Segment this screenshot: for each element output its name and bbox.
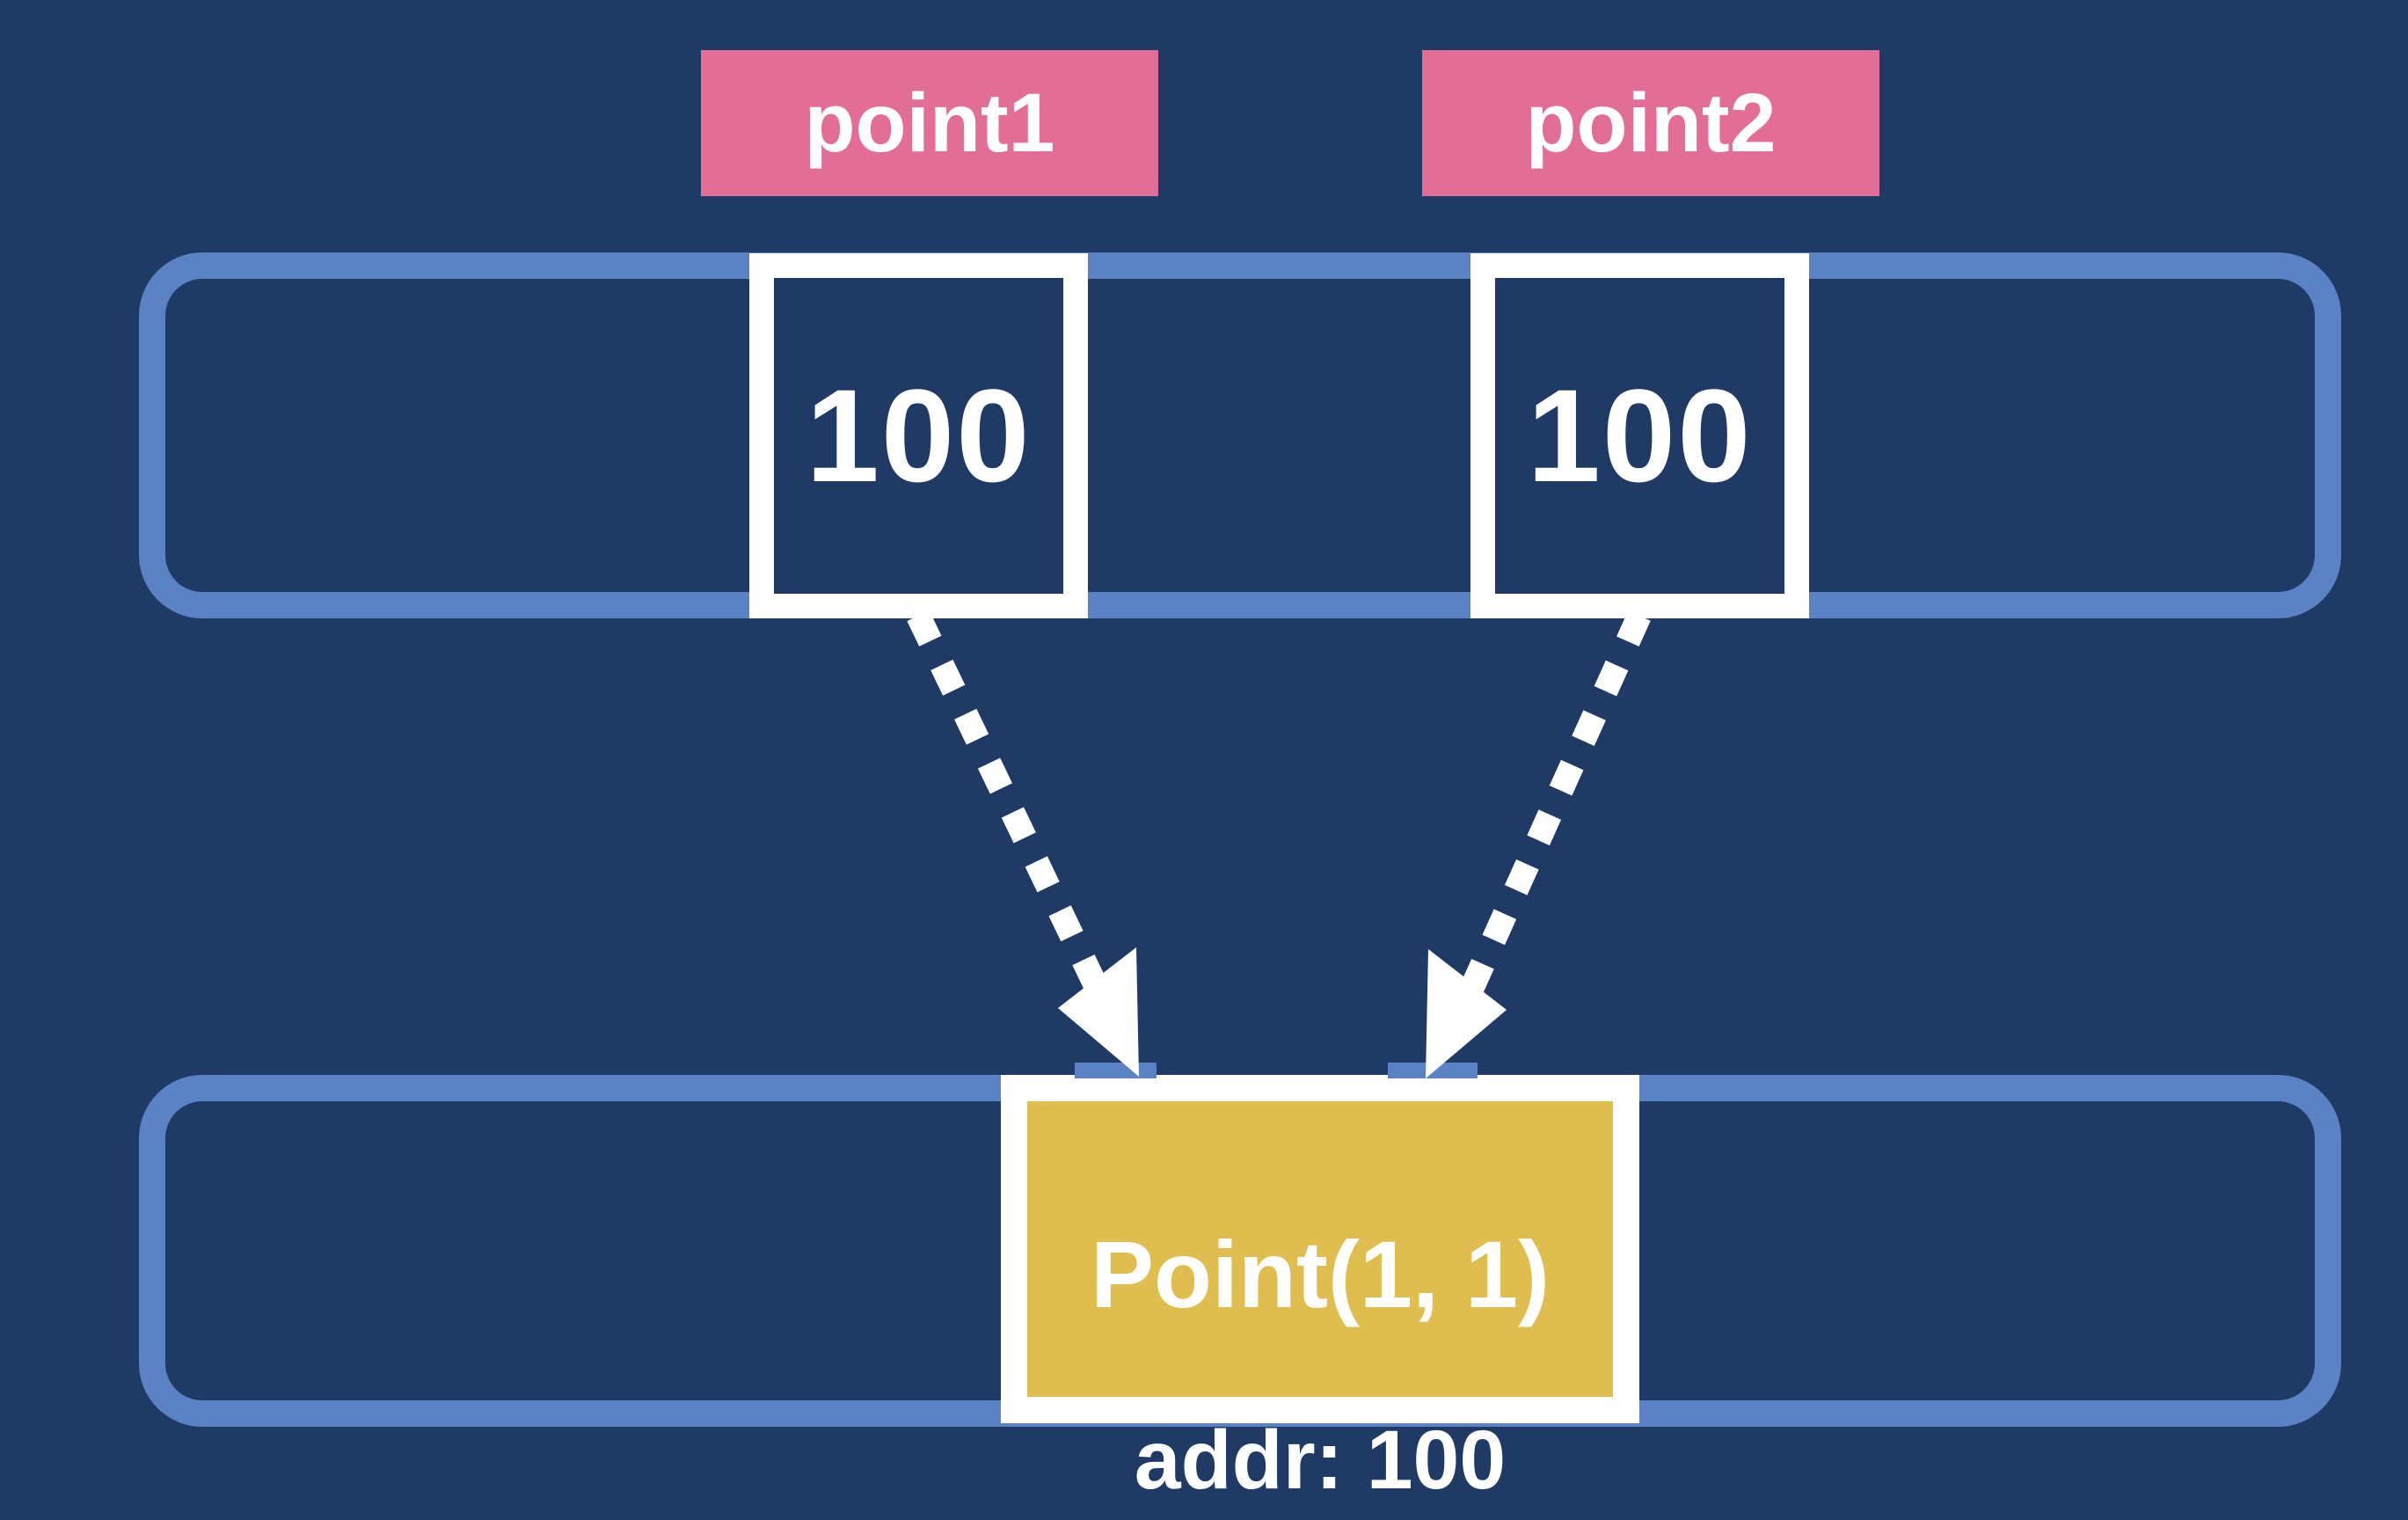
object-address: addr: 100 bbox=[1134, 1414, 1507, 1507]
variable-tag-point1: point1 bbox=[701, 50, 1158, 196]
variable-tag-point2: point2 bbox=[1422, 50, 1879, 196]
pointer-value-point1: 100 bbox=[806, 362, 1032, 509]
row-border-tab-left bbox=[1075, 1063, 1157, 1078]
pointer-cell-point2: 100 bbox=[1470, 253, 1809, 618]
object-box: Point(1, 1) bbox=[1001, 1075, 1639, 1423]
arrow-point2-to-object-icon bbox=[1426, 610, 1651, 1078]
row-border-tab-right bbox=[1388, 1063, 1478, 1078]
pointer-memory-row bbox=[139, 252, 2341, 618]
pointer-cell-point1: 100 bbox=[749, 253, 1088, 618]
pointer-value-point2: 100 bbox=[1527, 362, 1753, 509]
arrow-point1-to-object-icon bbox=[907, 610, 1139, 1077]
object-label: Point(1, 1) bbox=[1090, 1220, 1551, 1327]
